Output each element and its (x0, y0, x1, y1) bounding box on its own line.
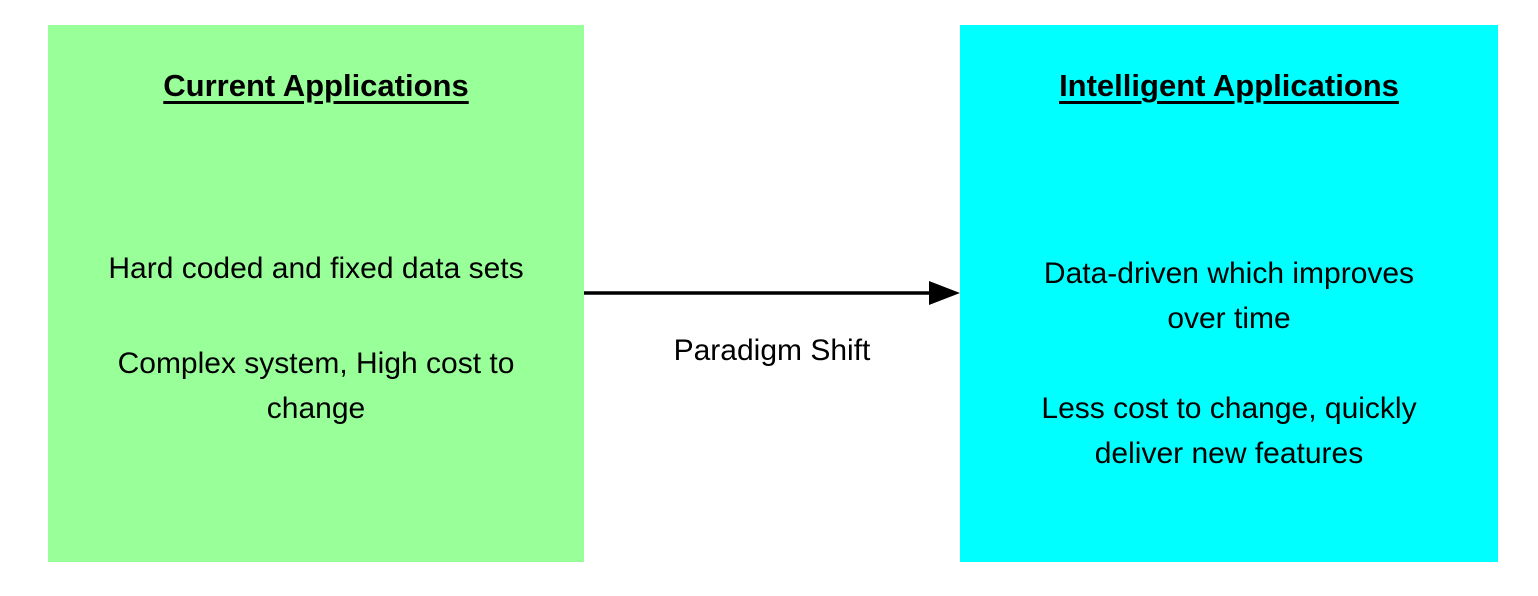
intelligent-applications-point-1: Data-driven which improves over time (1043, 257, 1415, 335)
current-applications-point-2: Complex system, High cost to change (117, 347, 515, 425)
arrowhead-icon (929, 281, 960, 305)
current-applications-point-1: Hard coded and fixed data sets (108, 252, 524, 285)
paradigm-shift-arrow-icon (584, 281, 960, 305)
intelligent-applications-box: Intelligent Applications Data-driven whi… (960, 25, 1498, 562)
paradigm-shift-label: Paradigm Shift (673, 334, 871, 367)
intelligent-applications-title: Intelligent Applications (1059, 68, 1399, 103)
current-applications-box: Current Applications Hard coded and fixe… (48, 25, 584, 562)
current-applications-title: Current Applications (163, 68, 469, 103)
intelligent-applications-point-2: Less cost to change, quickly deliver new… (1041, 392, 1417, 470)
